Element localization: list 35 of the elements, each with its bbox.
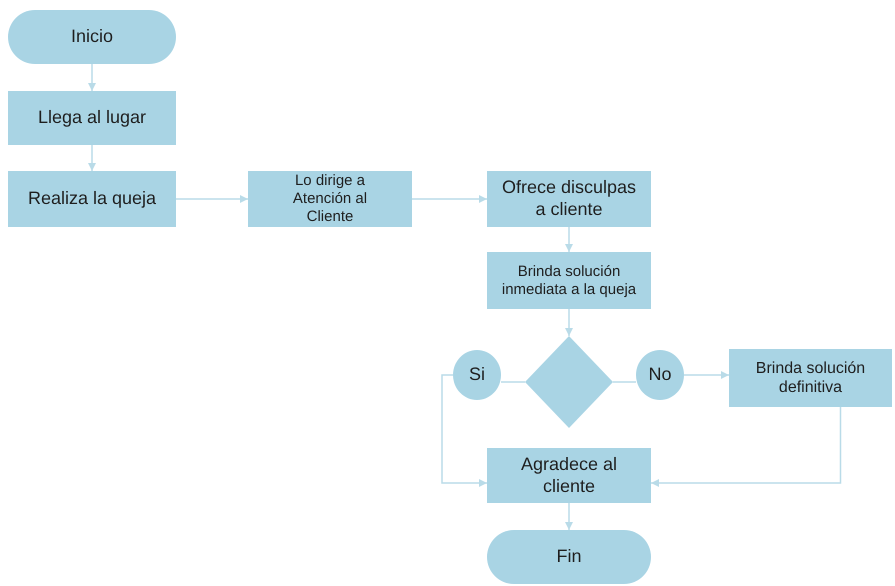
connector-circle bbox=[636, 350, 684, 400]
node-label: Si bbox=[468, 364, 485, 386]
arrow bbox=[88, 64, 96, 91]
node-label: Agradece al cliente bbox=[520, 454, 618, 498]
process-box bbox=[729, 349, 892, 407]
process-box bbox=[8, 171, 176, 227]
process-box bbox=[248, 171, 412, 227]
node-label: No bbox=[648, 364, 672, 386]
connector-circle bbox=[453, 350, 501, 400]
node-label: Llega al lugar bbox=[38, 107, 146, 129]
node-label: Lo dirige a Atención al Cliente bbox=[292, 172, 368, 226]
arrow bbox=[565, 227, 573, 252]
terminal-pill bbox=[8, 10, 176, 64]
process-box bbox=[487, 171, 651, 227]
node-label: Inicio bbox=[70, 26, 114, 48]
connector-line bbox=[501, 381, 525, 383]
node-label: Brinda solución definitiva bbox=[754, 358, 866, 398]
arrow bbox=[412, 195, 487, 203]
arrow bbox=[88, 145, 96, 171]
arrow bbox=[176, 195, 248, 203]
arrow bbox=[684, 371, 729, 379]
node-label: Realiza la queja bbox=[28, 188, 156, 210]
arrow bbox=[565, 309, 573, 336]
arrow bbox=[565, 503, 573, 530]
connector-line bbox=[613, 381, 636, 383]
process-box bbox=[487, 448, 651, 503]
arrow bbox=[651, 407, 842, 487]
decision-diamond bbox=[525, 336, 613, 428]
process-box bbox=[487, 252, 651, 309]
node-label: Fin bbox=[556, 546, 582, 568]
process-box bbox=[8, 91, 176, 145]
node-label: Ofrece disculpas a cliente bbox=[500, 177, 638, 221]
terminal-pill bbox=[487, 530, 651, 584]
node-label: Brinda solución inmediata a la queja bbox=[500, 262, 638, 298]
arrow bbox=[441, 374, 487, 487]
